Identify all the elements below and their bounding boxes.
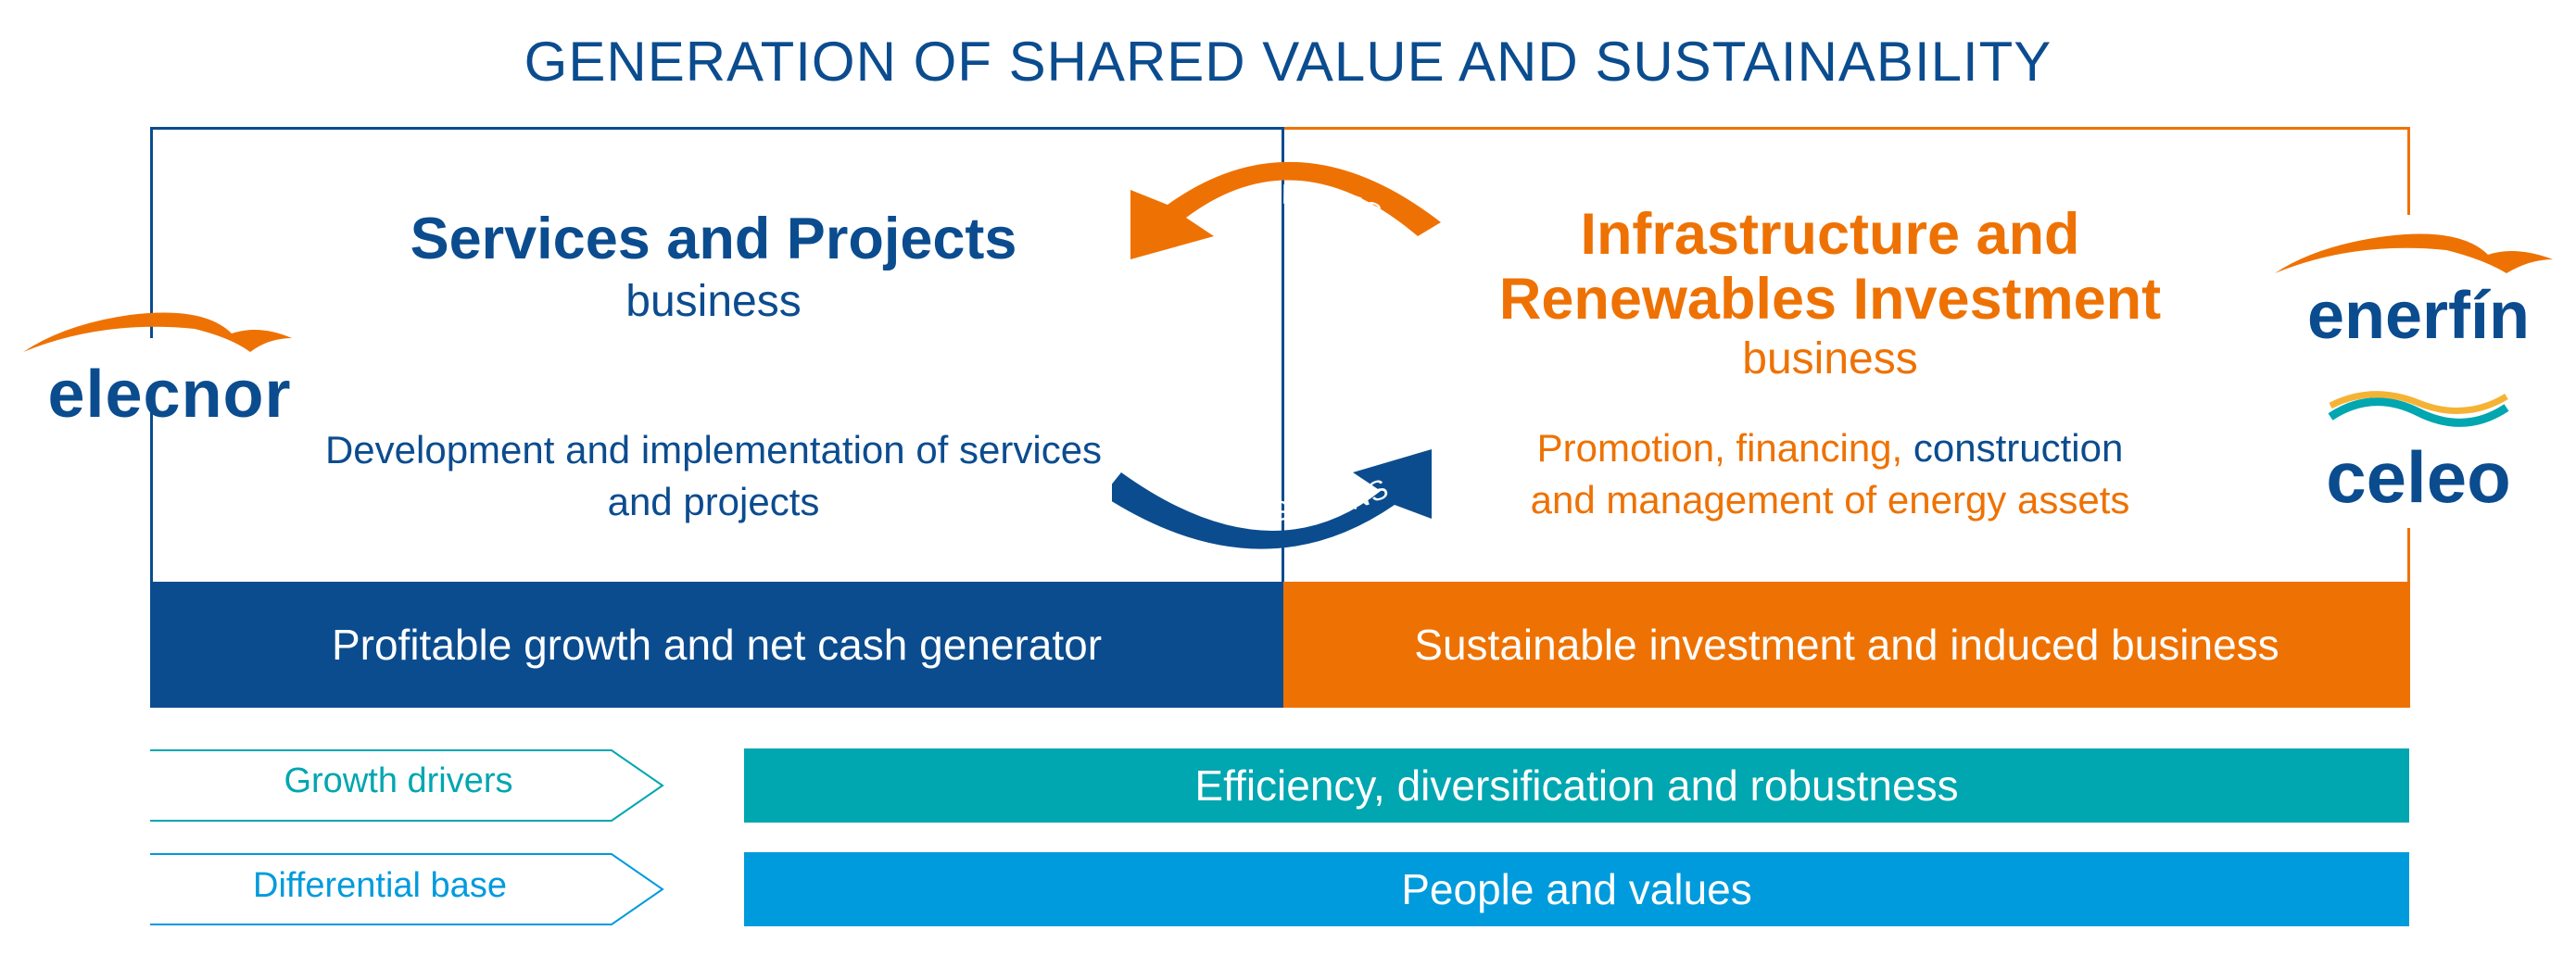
enerfin-logo-swoosh-icon (2275, 233, 2553, 273)
growth-drivers-label: Growth drivers (284, 761, 513, 800)
infrastructure-heading: Infrastructure and Renewables Investment (1498, 202, 2162, 332)
description-part-promotion: Promotion, financing, (1536, 426, 1903, 470)
enerfin-logo: enerfín (2306, 279, 2531, 353)
frame-center-divider (1282, 127, 1284, 582)
growth-drivers-arrow-shape (150, 749, 664, 822)
description-part-management: and management of energy assets (1530, 478, 2130, 522)
celeo-logo-wave-icon (2328, 391, 2509, 427)
differential-base-label: Differential base (253, 866, 507, 905)
frame-left-side-border-lower (150, 408, 153, 582)
services-projects-description: Development and implementation of servic… (324, 428, 1103, 523)
frame-left-top-border (150, 127, 1283, 130)
services-projects-heading: Services and Projects (410, 207, 1017, 271)
strengthens-arrow-icon (1112, 449, 1432, 549)
frame-right-side-border-lower (2407, 528, 2410, 582)
frame-right-top-border (1283, 127, 2410, 130)
services-projects-subtitle: business (625, 277, 802, 326)
sustainable-investment-bar: Sustainable investment and induced busin… (1283, 582, 2410, 708)
celeo-logo: celeo (2326, 436, 2511, 518)
frame-right-side-border (2407, 127, 2410, 215)
generates-arrow-icon (1130, 161, 1441, 259)
infrastructure-subtitle: business (1742, 334, 1918, 383)
diagram-title: GENERATION OF SHARED VALUE AND SUSTAINAB… (524, 31, 2052, 93)
people-values-bar: People and values (744, 852, 2409, 926)
elecnor-logo: elecnor (47, 358, 292, 432)
profitable-growth-bar: Profitable growth and net cash generator (150, 582, 1283, 708)
elecnor-logo-swoosh-icon (23, 312, 292, 352)
differential-base-arrow-shape (150, 853, 664, 925)
description-part-construction: construction (1913, 426, 2124, 470)
efficiency-bar: Efficiency, diversification and robustne… (744, 748, 2409, 823)
frame-left-side-border (150, 127, 153, 338)
infrastructure-description: Promotion, financing, construction and m… (1297, 422, 2363, 526)
cycle-arrows: GENERATES STRENGTHENS (1112, 161, 1441, 549)
